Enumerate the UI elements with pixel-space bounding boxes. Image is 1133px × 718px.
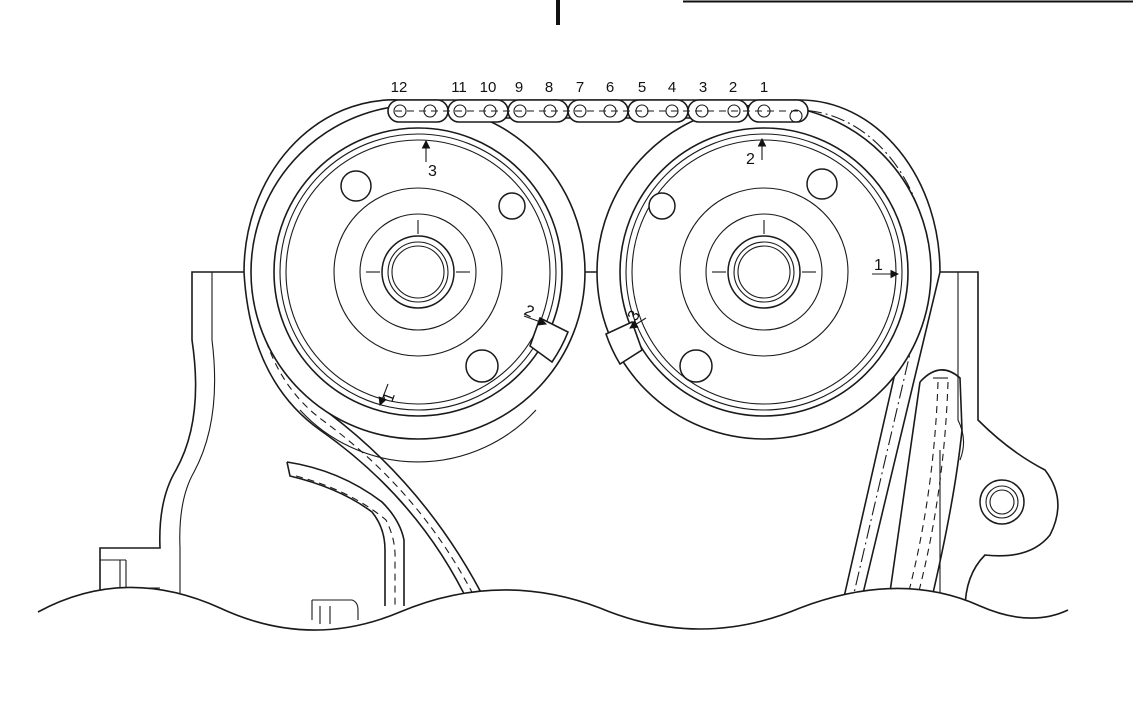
link-number-10: 10: [480, 79, 497, 96]
link-number-1: 1: [760, 79, 768, 96]
right-camshaft-sprocket: [596, 104, 932, 440]
link-number-labels: 12 11 10 9 8 7 6 5 4 3 2 1: [391, 79, 769, 96]
link-number-5: 5: [638, 79, 646, 96]
link-number-12: 12: [391, 79, 408, 96]
mounting-boss: [979, 479, 1025, 525]
right-mark-2-label: 2: [746, 151, 755, 168]
link-number-3: 3: [699, 79, 707, 96]
link-number-8: 8: [545, 79, 553, 96]
link-number-9: 9: [515, 79, 523, 96]
link-number-7: 7: [576, 79, 584, 96]
link-number-2: 2: [729, 79, 737, 96]
link-number-11: 11: [451, 79, 467, 96]
link-number-6: 6: [606, 79, 614, 96]
chain-guides: [286, 369, 963, 624]
left-camshaft-sprocket: [250, 104, 586, 463]
left-mark-3-label: 3: [428, 163, 437, 180]
right-mark-1-label: 1: [874, 257, 883, 274]
header-marks: [556, 0, 1133, 25]
section-break-line: [37, 586, 1069, 640]
link-number-4: 4: [668, 79, 676, 96]
chain-links: [387, 99, 809, 123]
